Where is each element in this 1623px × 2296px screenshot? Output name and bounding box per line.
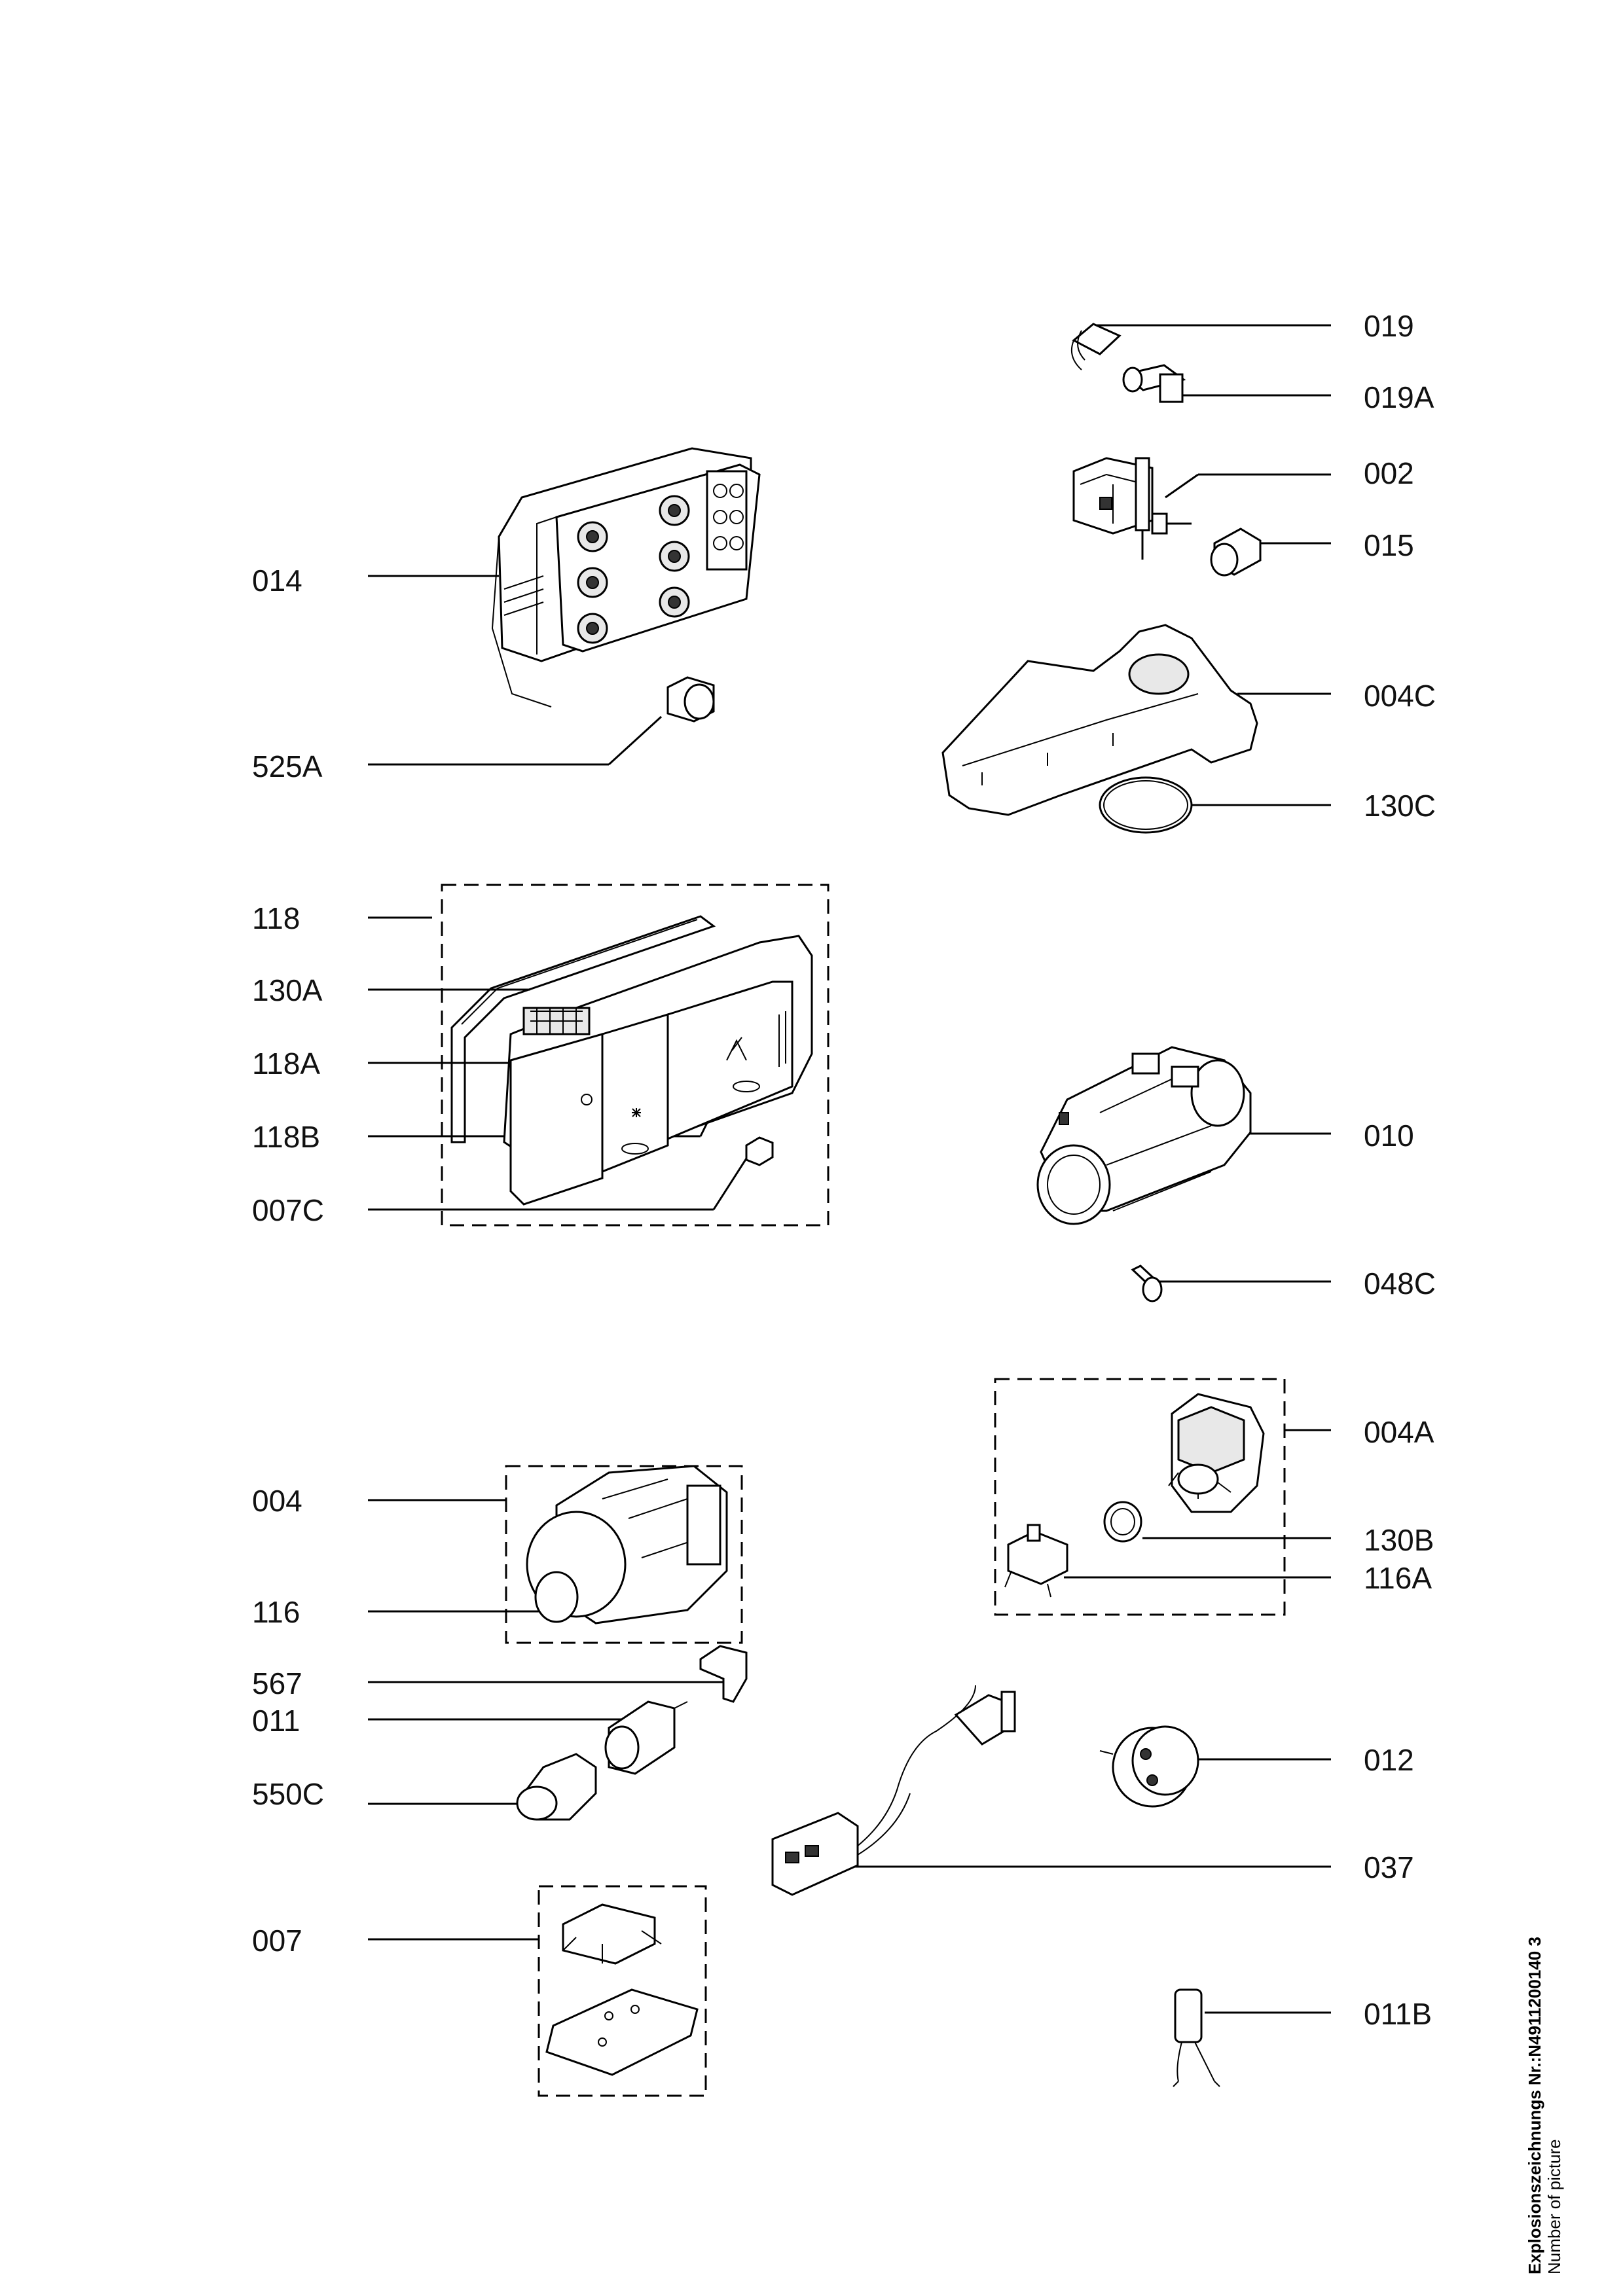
- part-525A-button: [666, 676, 715, 723]
- group-box-007: [538, 1885, 707, 2097]
- label-048C: 048C: [1364, 1266, 1436, 1300]
- label-550C: 550C: [252, 1777, 324, 1811]
- label-011B: 011B: [1364, 1997, 1432, 2031]
- part-116-circulation-pump: [526, 1465, 728, 1624]
- part-567-clip: [699, 1645, 748, 1703]
- label-010: 010: [1364, 1119, 1414, 1153]
- label-130A: 130A: [252, 973, 323, 1007]
- picture-reference-number: Explosionszeichnungs Nr.:N4911200140 3: [1525, 1937, 1544, 2274]
- label-019A: 019A: [1364, 380, 1434, 414]
- label-130B: 130B: [1364, 1523, 1434, 1557]
- label-002: 002: [1364, 456, 1414, 490]
- group-box-004A: [994, 1378, 1286, 1616]
- label-116: 116: [252, 1595, 301, 1629]
- label-118: 118: [252, 901, 301, 935]
- label-014: 014: [252, 564, 302, 598]
- label-015: 015: [1364, 528, 1414, 562]
- part-015-knob: [1210, 528, 1262, 577]
- part-011-motor: [604, 1700, 688, 1775]
- part-007C-clip: [745, 1136, 774, 1166]
- label-116A: 116A: [1364, 1561, 1432, 1595]
- picture-number-caption: Number of picture: [1544, 2139, 1564, 2274]
- label-007C: 007C: [252, 1193, 324, 1227]
- part-011B-capacitor: [1173, 1988, 1220, 2087]
- label-019: 019: [1364, 309, 1414, 343]
- label-012: 012: [1364, 1743, 1414, 1777]
- part-004A-pump: [1168, 1393, 1265, 1513]
- part-019-clip: [1071, 323, 1122, 370]
- label-004A: 004A: [1364, 1415, 1434, 1449]
- label-004: 004: [252, 1484, 302, 1518]
- label-567: 567: [252, 1666, 302, 1700]
- part-550C-cap: [516, 1753, 597, 1821]
- part-019A-pin: [1122, 364, 1186, 403]
- group-box-004: [505, 1465, 743, 1644]
- label-004C: 004C: [1364, 679, 1436, 713]
- part-010-heater: [1036, 1046, 1252, 1225]
- group-box-118: [441, 884, 830, 1227]
- part-002-switch: [1072, 457, 1192, 560]
- part-037-cable: [771, 1685, 1016, 1896]
- picture-number-note: Explosionszeichnungs Nr.:N4911200140 3 N…: [1525, 1937, 1565, 2274]
- part-004C-cover: [941, 624, 1258, 816]
- label-037: 037: [1364, 1850, 1414, 1884]
- label-011: 011: [252, 1704, 301, 1738]
- part-130C-gasket-ring: [1099, 776, 1193, 834]
- label-525A: 525A: [252, 749, 323, 783]
- part-130B-seal-ring: [1103, 1501, 1142, 1543]
- label-007: 007: [252, 1924, 302, 1958]
- label-130C: 130C: [1364, 789, 1436, 823]
- part-014-control-module: [491, 447, 761, 708]
- part-048C-screw: [1131, 1265, 1163, 1302]
- part-012-sensor: [1099, 1725, 1199, 1808]
- label-118B: 118B: [252, 1120, 321, 1154]
- part-116A-valve: [1004, 1524, 1068, 1598]
- label-118A: 118A: [252, 1047, 321, 1081]
- part-007-switch-assembly: [545, 1903, 699, 2076]
- part-118-detergent-dispenser: [450, 915, 813, 1206]
